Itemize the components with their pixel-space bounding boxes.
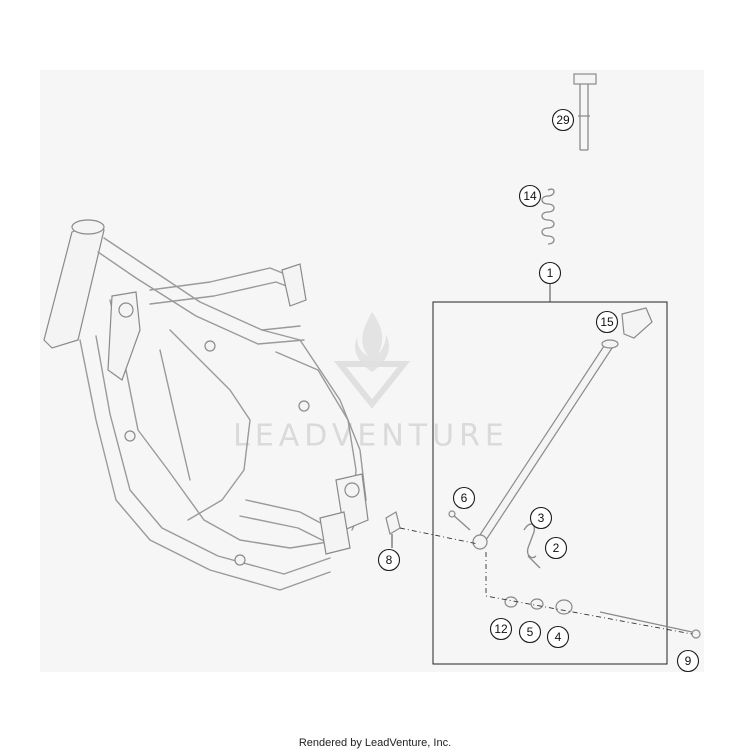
callout-3: 3 [529,506,553,530]
callout-label: 2 [553,541,560,555]
callout-ring [529,506,553,530]
down-tube-left [79,339,331,591]
callout-ring [518,620,542,644]
callout-label: 1 [547,266,554,280]
part-4-bushing [555,599,573,615]
callout-ring [452,486,476,510]
tab-1 [298,400,310,412]
callout-ring [538,261,562,285]
head-tube-top [71,219,105,235]
callout-9: 9 [676,649,700,673]
callout-ring [489,617,513,641]
part-15-foot [621,307,653,339]
part-6-bolt [451,513,471,531]
callout-15: 15 [595,310,619,334]
axis-line-bolt [485,552,693,635]
tab-4 [234,554,246,566]
callout-label: 3 [538,511,545,525]
upper-frame-rail [103,237,301,331]
inner-frame-loop [169,329,251,521]
part-9-bolt [599,611,693,633]
callout-ring [377,548,401,572]
callout-label: 6 [461,491,468,505]
watermark-text: LEADVENTURE [233,419,509,454]
part-6-head [448,510,456,518]
mount-hole [118,302,134,318]
callout-1: 1 [538,261,562,285]
part-14-spring [541,188,555,245]
callout-ring [544,536,568,560]
side-stand-leg [472,339,619,550]
callout-label: 15 [600,315,614,329]
part-9-head [691,629,701,639]
down-tube-left-2 [95,335,331,575]
leadventure-watermark: LEADVENTURE [233,312,509,454]
callout-label: 29 [556,113,570,127]
part-3-hook [523,523,537,559]
flame-icon [354,312,390,372]
callout-label: 9 [685,654,692,668]
shock-mount [281,263,307,307]
callout-5: 5 [518,620,542,644]
callout-4: 4 [546,625,570,649]
down-tube-right [109,299,341,549]
inner-frame-loop-2 [159,349,191,481]
callout-12: 12 [489,617,513,641]
callout-ring [546,625,570,649]
tool-handle [573,73,597,85]
spring-coil [541,188,555,245]
callout-14: 14 [518,184,542,208]
callout-6: 6 [452,486,476,510]
callout-2: 2 [544,536,568,560]
callout-label: 12 [494,622,508,636]
cross-member [245,499,331,529]
tab-3 [124,430,136,442]
callout-label: 14 [523,189,537,203]
part-2-screw [527,555,541,569]
callout-label: 4 [555,630,562,644]
stand-foot-end [601,339,619,349]
tab-2 [204,340,216,352]
chevron-icon [333,361,411,409]
render-credit: Rendered by LeadVenture, Inc. [298,737,452,749]
callout-ring [551,108,575,132]
callout-label: 8 [386,553,393,567]
upper-frame-rail-2 [97,251,305,345]
tool-shaft [578,84,590,151]
pivot-hole [344,482,360,498]
part-12-washer [504,596,518,608]
callout-29: 29 [551,108,575,132]
callout-ring [518,184,542,208]
callout-label: 5 [527,625,534,639]
motorcycle-frame [43,219,369,591]
axis-line-stand [399,527,479,545]
cross-member-2 [239,515,327,543]
side-stand-mount [319,511,351,555]
part-5-washer [530,598,544,610]
stand-pivot [472,534,488,550]
callout-ring [676,649,700,673]
callout-8: 8 [377,548,401,572]
part-29-tool [573,73,597,151]
callout-ring [595,310,619,334]
